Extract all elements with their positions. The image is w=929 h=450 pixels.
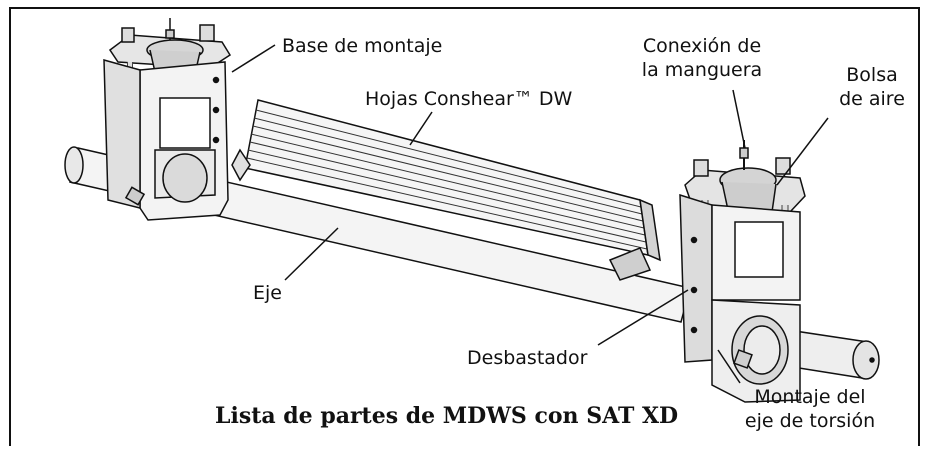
leader-air-bag <box>776 117 829 186</box>
right-mounting-bracket <box>679 140 806 403</box>
label-torsion-mount-line2: eje de torsión <box>744 410 876 432</box>
label-torsion-mount-line1: Montaje del <box>754 386 866 408</box>
leader-tensioner <box>597 289 689 346</box>
label-blades: Hojas Conshear™ DW <box>365 88 573 110</box>
left-mounting-bracket <box>103 18 232 221</box>
label-hose-connection-line2: la manguera <box>641 59 763 81</box>
blades-assembly <box>231 99 661 281</box>
figure-caption: Lista de partes de MDWS con SAT XD <box>215 403 679 429</box>
label-tensioner: Desbastador <box>467 347 588 369</box>
leader-torsion-mount <box>717 349 741 384</box>
label-air-bag-line1: Bolsa <box>846 64 898 86</box>
figure-border <box>9 7 920 446</box>
leader-lines <box>231 44 829 384</box>
label-mounting-base: Base de montaje <box>282 35 443 57</box>
label-air-bag-line2: de aire <box>839 88 905 110</box>
leader-hose-connection <box>732 89 746 149</box>
leader-blades <box>409 111 433 146</box>
label-shaft: Eje <box>253 282 282 304</box>
leader-shaft <box>284 227 339 281</box>
leader-mounting-base <box>231 44 276 73</box>
label-hose-connection-line1: Conexión de <box>642 35 762 57</box>
